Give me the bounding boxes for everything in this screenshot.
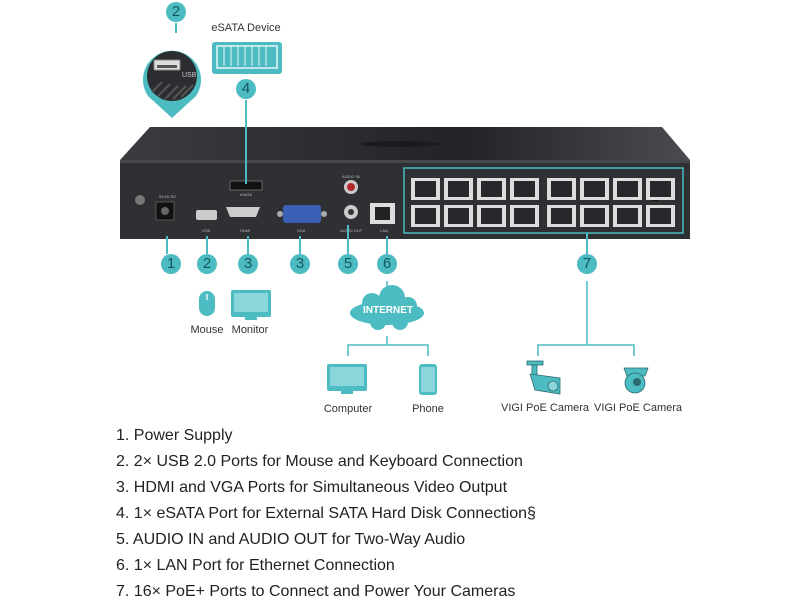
callout-badge-power: 1 (161, 254, 181, 274)
computer-label: Computer (323, 403, 373, 415)
power-port-label: 53.5V DC (159, 194, 177, 199)
usb-zoom-label: USB (182, 72, 197, 79)
poe-port-socket (650, 181, 671, 197)
esata-device-label: eSATA Device (211, 22, 281, 34)
esata-port-label: eSATA (240, 192, 253, 197)
lan-port-label: LAN (380, 228, 388, 233)
poe-port-socket (514, 181, 535, 197)
mouse-label: Mouse (190, 324, 224, 336)
poe-port-socket (448, 181, 469, 197)
poe-port-socket (514, 208, 535, 224)
callout-line (386, 236, 388, 254)
esata-device-icon (212, 42, 282, 74)
poe-port-socket (448, 208, 469, 224)
poe-port-socket (617, 181, 638, 197)
feature-video-output: 3. HDMI and VGA Ports for Simultaneous V… (116, 479, 508, 496)
callout-badge-usb: 2 (197, 254, 217, 274)
poe-port-socket (650, 208, 671, 224)
callout-badge-audio: 5 (338, 254, 358, 274)
poe-port-socket (415, 181, 436, 197)
callout-badge-poe: 7 (577, 254, 597, 274)
monitor-label: Monitor (231, 324, 269, 336)
callout-badge-usb-top: 2 (166, 2, 186, 22)
poe-port-grid (411, 178, 675, 227)
audio-in-label: AUDIO IN (342, 174, 360, 179)
feature-lan: 6. 1× LAN Port for Ethernet Connection (116, 557, 395, 574)
internet-label: INTERNET (363, 305, 413, 316)
feature-usb: 2. 2× USB 2.0 Ports for Mouse and Keyboa… (116, 453, 523, 470)
poe-port-socket (481, 208, 502, 224)
callout-badge-vga: 3 (290, 254, 310, 274)
usb-port-label: USB (202, 228, 211, 233)
feature-poe: 7. 16× PoE+ Ports to Connect and Power Y… (116, 583, 516, 600)
callout-line (247, 236, 249, 254)
callout-line (586, 233, 588, 254)
poe-port-socket (584, 181, 605, 197)
usb-zoom-callout (143, 50, 201, 118)
poe-port-socket (551, 181, 572, 197)
turret-camera-label: VIGI PoE Camera (593, 402, 683, 414)
bullet-camera-label: VIGI PoE Camera (500, 402, 590, 414)
phone-label: Phone (412, 403, 444, 415)
callout-badge-lan: 6 (377, 254, 397, 274)
feature-audio: 5. AUDIO IN and AUDIO OUT for Two-Way Au… (116, 531, 466, 548)
callout-line (245, 100, 247, 184)
callout-line (166, 236, 168, 254)
callout-line (206, 236, 208, 254)
poe-port-socket (584, 208, 605, 224)
poe-port-socket (617, 208, 638, 224)
poe-port-socket (551, 208, 572, 224)
feature-esata: 4. 1× eSATA Port for External SATA Hard … (116, 505, 536, 522)
poe-port-socket (415, 208, 436, 224)
callout-badge-esata: 4 (236, 79, 256, 99)
callout-badge-hdmi: 3 (238, 254, 258, 274)
callout-line (347, 225, 349, 254)
hdmi-port-label: HDMI (240, 228, 251, 233)
poe-port-socket (481, 181, 502, 197)
callout-line (299, 236, 301, 254)
callout-line (175, 23, 177, 33)
audio-out-label: AUDIO OUT (340, 228, 363, 233)
feature-power-supply: 1. Power Supply (116, 427, 233, 444)
vga-port-label: VGA (297, 228, 306, 233)
